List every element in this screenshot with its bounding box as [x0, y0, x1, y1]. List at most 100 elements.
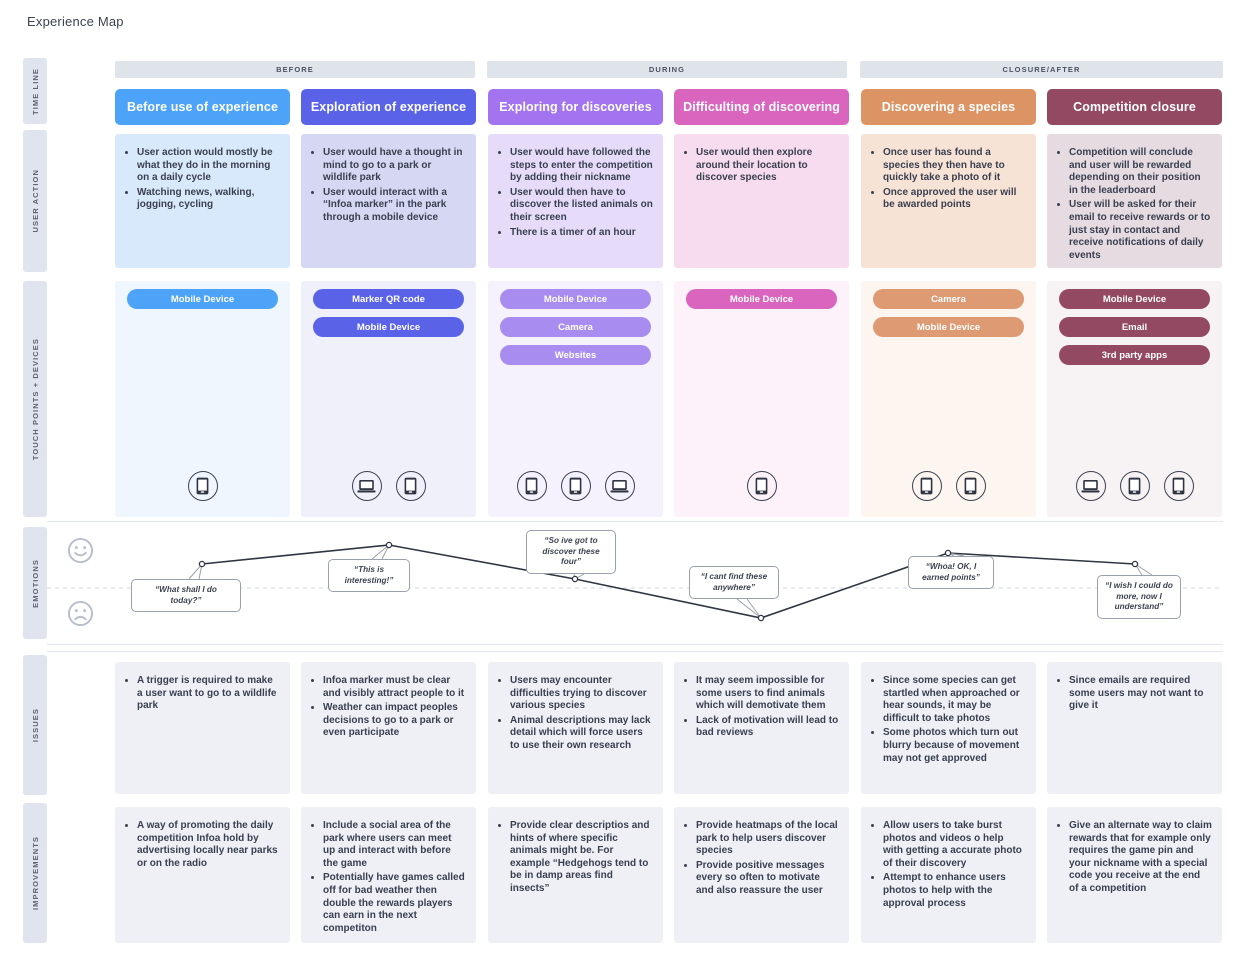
list-item: Weather can impact peoples decisions to …: [323, 701, 466, 740]
list-item: Once approved the user will be awarded p…: [883, 186, 1026, 212]
user-action-list-5: Competition will conclude and user will …: [1047, 134, 1222, 268]
emotion-points: [198, 541, 1139, 622]
emotion-bubble-1: “This is interesting!”: [328, 559, 410, 592]
list-item: A trigger is required to make a user wan…: [137, 674, 280, 713]
emotion-bubble-4: “Whoa! OK, I earned points”: [908, 556, 994, 589]
issues-list-4: Since some species can get startled when…: [861, 662, 1036, 776]
list-item: There is a timer of an hour: [510, 226, 653, 240]
improvements-card-1: Include a social area of the park where …: [301, 807, 476, 943]
touchpoint-pill[interactable]: Mobile Device: [127, 289, 278, 309]
phone-icon: [516, 471, 547, 501]
smiley-happy-icon: [67, 537, 94, 564]
list-item: Since emails are required some users may…: [1069, 674, 1212, 713]
touchpoint-pill-label: Mobile Device: [356, 321, 421, 333]
touchpoint-pill[interactable]: Email: [1059, 317, 1210, 337]
emotion-point: [757, 614, 765, 622]
list-item: A way of promoting the daily competition…: [137, 819, 280, 870]
touchpoint-pill-label: Camera: [931, 293, 966, 305]
row-label-touchpoints: TOUCH POINTS + DEVICES: [23, 281, 47, 517]
touchpoint-pill-label: Mobile Device: [916, 321, 981, 333]
improvements-card-3: Provide heatmaps of the local park to he…: [674, 807, 849, 943]
issues-list-3: It may seem impossible for some users to…: [674, 662, 849, 751]
list-item: Competition will conclude and user will …: [1069, 146, 1212, 197]
touchpoint-pill-label: Marker QR code: [352, 293, 425, 305]
issues-list-1: Infoa marker must be clear and visibly a…: [301, 662, 476, 751]
touchpoint-pill[interactable]: Marker QR code: [313, 289, 464, 309]
touchpoint-pill[interactable]: 3rd party apps: [1059, 345, 1210, 365]
issues-card-1: Infoa marker must be clear and visibly a…: [301, 662, 476, 794]
laptop-icon: [351, 471, 382, 501]
phone-icon: [911, 471, 942, 501]
touchpoint-pill[interactable]: Mobile Device: [686, 289, 837, 309]
list-item: User action would mostly be what they do…: [137, 146, 280, 185]
touchpoint-pill-label: Mobile Device: [1102, 293, 1167, 305]
user-action-list-4: Once user has found a species they then …: [861, 134, 1036, 223]
touchpoint-pill-label: Mobile Device: [729, 293, 794, 305]
stage-header-4[interactable]: Discovering a species: [861, 89, 1036, 125]
improvements-card-2: Provide clear descriptios and hints of w…: [488, 807, 663, 943]
user-action-card-3: User would then explore around their loc…: [674, 134, 849, 268]
touchpoint-pill[interactable]: Mobile Device: [873, 317, 1024, 337]
emotion-point: [571, 575, 579, 583]
row-label-timeline: TIME LINE: [23, 58, 47, 124]
touchpoint-pill[interactable]: Websites: [500, 345, 651, 365]
issues-card-2: Users may encounter difficulties trying …: [488, 662, 663, 794]
list-item: Watching news, walking, jogging, cycling: [137, 186, 280, 212]
stage-header-5[interactable]: Competition closure: [1047, 89, 1222, 125]
improvements-list-3: Provide heatmaps of the local park to he…: [674, 807, 849, 909]
stage-header-1[interactable]: Exploration of experience: [301, 89, 476, 125]
issues-card-5: Since emails are required some users may…: [1047, 662, 1222, 794]
list-item: Include a social area of the park where …: [323, 819, 466, 870]
emotions-band: “What shall I do today?” “This is intere…: [47, 521, 1223, 645]
touchpoint-pill[interactable]: Mobile Device: [500, 289, 651, 309]
improvements-list-5: Give an alternate way to claim rewards t…: [1047, 807, 1222, 907]
list-item: Provide clear descriptios and hints of w…: [510, 819, 653, 896]
emotion-bubble-3: “I cant find these anywhere”: [689, 566, 779, 599]
issues-card-3: It may seem impossible for some users to…: [674, 662, 849, 794]
row-label-improvements: IMPROVEMENTS: [23, 803, 47, 943]
list-item: Provide positive messages every so often…: [696, 859, 839, 898]
list-item: User would then explore around their loc…: [696, 146, 839, 185]
improvements-card-4: Allow users to take burst photos and vid…: [861, 807, 1036, 943]
phone-icon: [187, 471, 218, 501]
stage-header-0[interactable]: Before use of experience: [115, 89, 290, 125]
page-title: Experience Map: [27, 14, 124, 29]
list-item: User would have a thought in mind to go …: [323, 146, 466, 185]
phone-icon: [560, 471, 591, 501]
user-action-card-1: User would have a thought in mind to go …: [301, 134, 476, 268]
laptop-icon: [1075, 471, 1106, 501]
emotion-point: [944, 549, 952, 557]
touchpoint-pill[interactable]: Mobile Device: [1059, 289, 1210, 309]
list-item: User will be asked for their email to re…: [1069, 198, 1212, 262]
stage-header-2[interactable]: Exploring for discoveries: [488, 89, 663, 125]
issues-list-5: Since emails are required some users may…: [1047, 662, 1222, 724]
touchpoint-pill-label: Camera: [558, 321, 593, 333]
list-item: Infoa marker must be clear and visibly a…: [323, 674, 466, 700]
touchpoint-pill[interactable]: Mobile Device: [313, 317, 464, 337]
user-action-list-0: User action would mostly be what they do…: [115, 134, 290, 223]
row-label-user-action: USER ACTION: [23, 130, 47, 272]
user-action-card-0: User action would mostly be what they do…: [115, 134, 290, 268]
improvements-list-0: A way of promoting the daily competition…: [115, 807, 290, 881]
list-item: User would interact with a “Infoa marker…: [323, 186, 466, 225]
list-item: User would then have to discover the lis…: [510, 186, 653, 225]
smiley-sad-icon: [67, 600, 94, 627]
phone-icon: [1119, 471, 1150, 501]
device-icon-row: [861, 471, 1036, 501]
list-item: Some photos which turn out blurry becaus…: [883, 726, 1026, 765]
phone-icon: [1163, 471, 1194, 501]
issues-list-0: A trigger is required to make a user wan…: [115, 662, 290, 724]
touchpoint-pill-label: Websites: [554, 349, 597, 361]
stage-header-3[interactable]: Difficulting of discovering: [674, 89, 849, 125]
user-action-card-5: Competition will conclude and user will …: [1047, 134, 1222, 268]
emotion-bubble-2: “So ive got to discover these four”: [526, 530, 616, 574]
improvements-list-4: Allow users to take burst photos and vid…: [861, 807, 1036, 921]
touchpoint-pill[interactable]: Camera: [873, 289, 1024, 309]
touchpoint-pill[interactable]: Camera: [500, 317, 651, 337]
device-icon-row: [115, 471, 290, 501]
touchpoint-pill-label: Mobile Device: [543, 293, 608, 305]
touchpoint-pill-label: Mobile Device: [170, 293, 235, 305]
